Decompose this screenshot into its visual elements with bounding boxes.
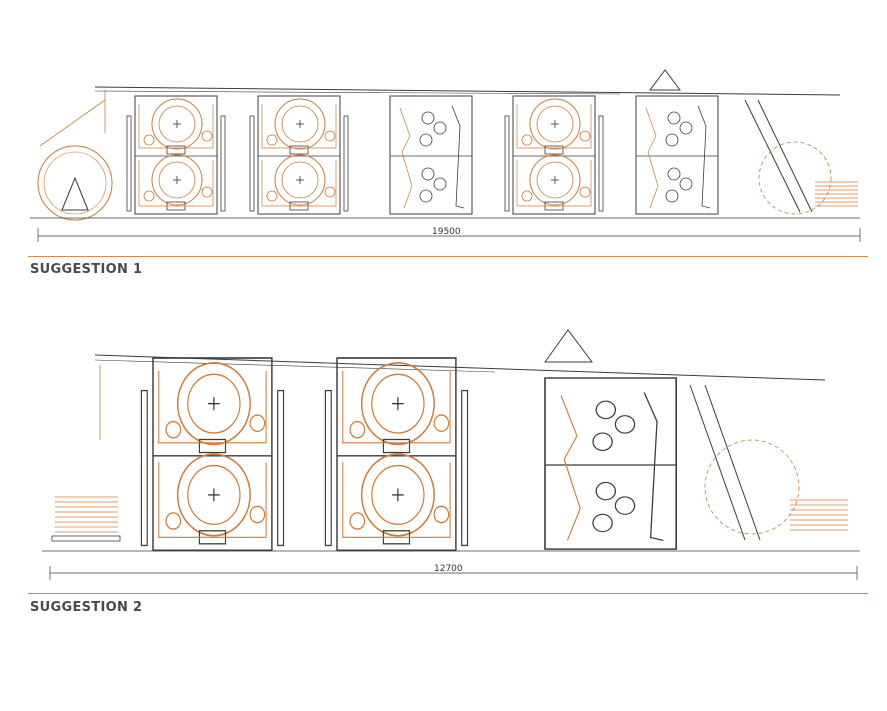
suggestion-2-drawing: 12700: [42, 329, 860, 580]
section-divider-2: [28, 593, 868, 594]
suggestion-1-title: SUGGESTION 1: [30, 262, 143, 277]
suggestion-1-drawing: 19500: [30, 69, 861, 242]
suggestion-1-dimension: 19500: [432, 227, 461, 237]
suggestion-2-title: SUGGESTION 2: [30, 600, 143, 615]
section-divider-1: [28, 256, 868, 257]
suggestion-2-dimension: 12700: [434, 564, 463, 574]
